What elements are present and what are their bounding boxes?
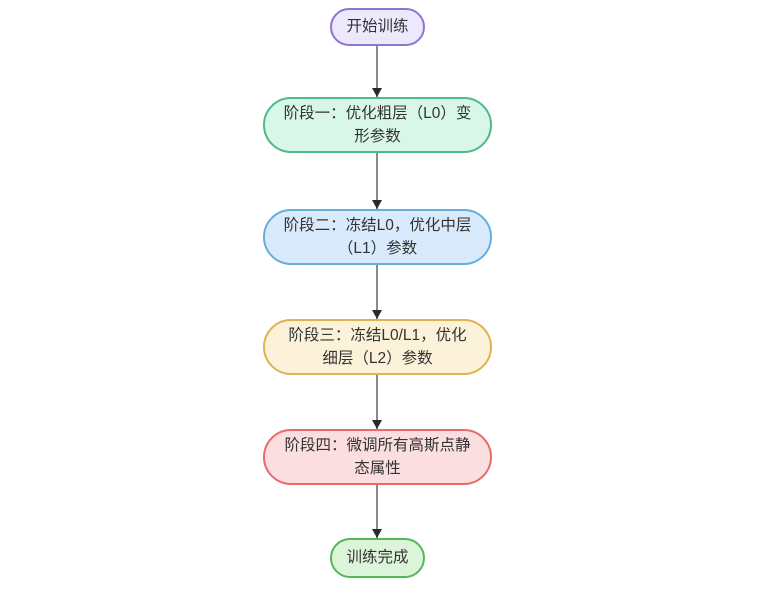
flow-node-stage3-label: 阶段三：冻结L0/L1，优化 细层（L2）参数 — [288, 326, 467, 367]
arrowhead-down-icon — [372, 310, 382, 319]
arrowhead-down-icon — [372, 88, 382, 97]
flow-arrow-stage3-stage4 — [372, 375, 382, 429]
flow-node-start-label: 开始训练 — [346, 18, 409, 36]
flow-node-stage1: 阶段一：优化粗层（L0）变 形参数 — [263, 97, 492, 153]
flow-node-stage1-label: 阶段一：优化粗层（L0）变 形参数 — [283, 104, 472, 145]
flow-arrow-stage1-stage2 — [372, 153, 382, 209]
arrowhead-down-icon — [372, 200, 382, 209]
flow-node-end: 训练完成 — [330, 538, 425, 578]
flow-arrow-stage2-stage3 — [372, 265, 382, 319]
flow-node-stage4-label: 阶段四：微调所有高斯点静 态属性 — [284, 436, 471, 477]
arrowhead-down-icon — [372, 420, 382, 429]
flow-node-stage2-label: 阶段二：冻结L0，优化中层 （L1）参数 — [283, 216, 472, 257]
arrowhead-down-icon — [372, 529, 382, 538]
flow-arrow-stage4-end — [372, 485, 382, 538]
flow-node-end-label: 训练完成 — [346, 549, 409, 567]
flow-node-stage2: 阶段二：冻结L0，优化中层 （L1）参数 — [263, 209, 492, 265]
flow-node-stage3: 阶段三：冻结L0/L1，优化 细层（L2）参数 — [263, 319, 492, 375]
flow-node-start: 开始训练 — [330, 8, 425, 46]
flow-node-stage4: 阶段四：微调所有高斯点静 态属性 — [263, 429, 492, 485]
flow-arrow-start-stage1 — [372, 46, 382, 97]
